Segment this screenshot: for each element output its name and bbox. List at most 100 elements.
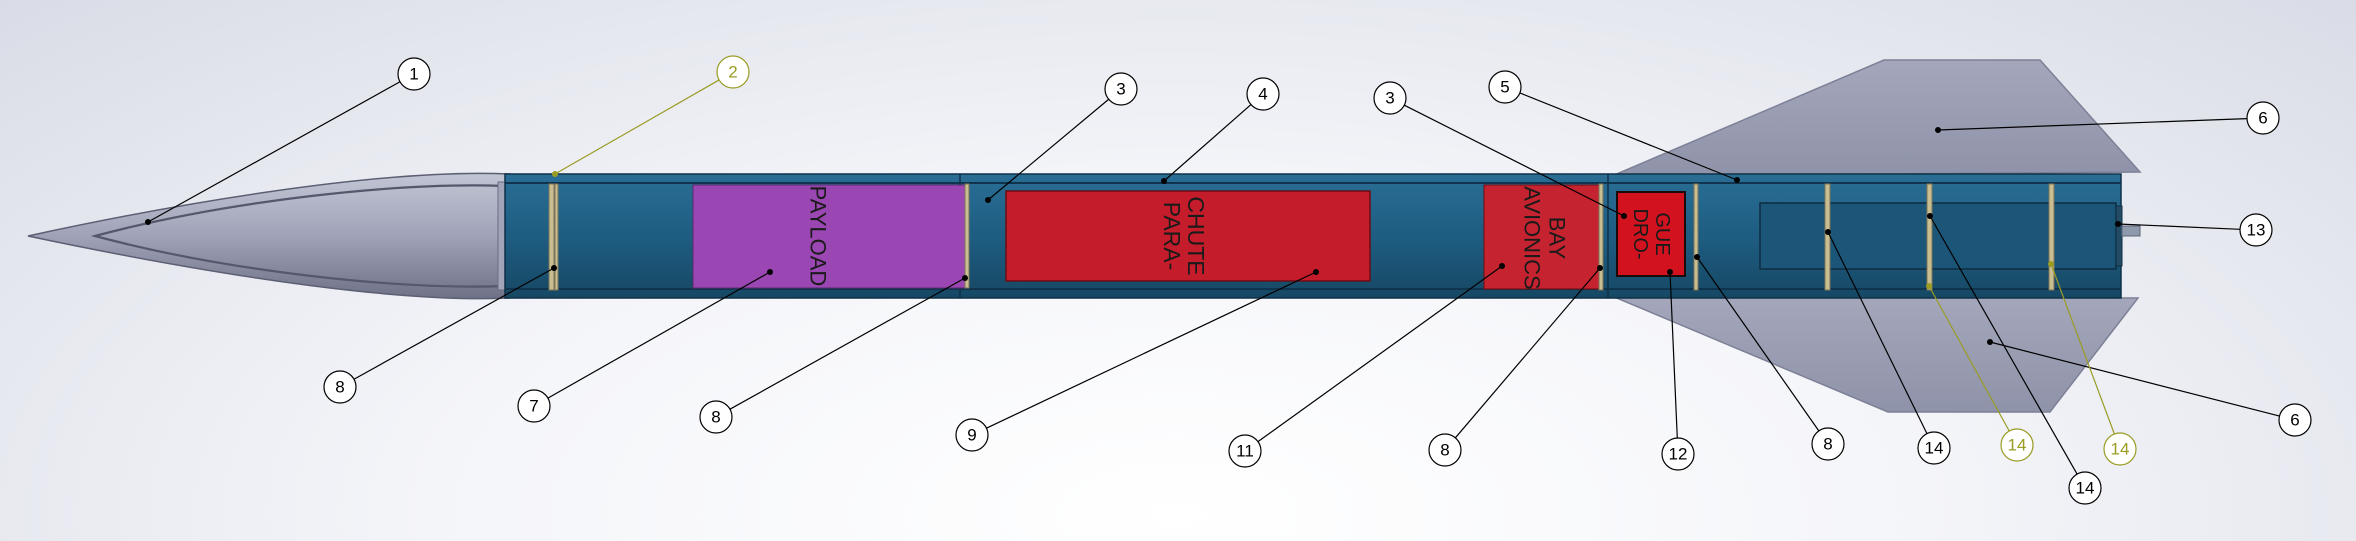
drogue-label-line2: GUE bbox=[1651, 212, 1673, 255]
centering-ring-2 bbox=[1926, 183, 1933, 291]
callout-leader-13 bbox=[2117, 223, 2241, 230]
bulkhead-payload bbox=[964, 183, 970, 289]
callout-14: 14 bbox=[1917, 431, 1951, 465]
callout-leader-12 bbox=[1669, 271, 1678, 439]
callout-leader-6 bbox=[1937, 117, 2248, 131]
callout-leader-11 bbox=[1257, 265, 1503, 443]
callout-circle-14 bbox=[1917, 431, 1951, 465]
nose-cone bbox=[27, 172, 511, 300]
callout-number: 5 bbox=[1500, 78, 1509, 97]
callout-number: 1 bbox=[409, 65, 418, 84]
motor-tube-end bbox=[2115, 205, 2123, 267]
callout-anchor-12 bbox=[1667, 269, 1673, 275]
callout-circle-13 bbox=[2239, 213, 2273, 247]
callout-8: 8 bbox=[699, 400, 733, 434]
drogue-section bbox=[1616, 191, 1686, 277]
callout-11: 11 bbox=[1228, 434, 1262, 468]
callout-circle-2 bbox=[716, 55, 750, 89]
callout-number: 14 bbox=[1925, 439, 1944, 458]
callout-anchor-14 bbox=[2048, 261, 2054, 267]
callout-number: 6 bbox=[2258, 109, 2267, 128]
callout-leader-9 bbox=[986, 271, 1317, 429]
callout-leader-14 bbox=[1928, 285, 2010, 432]
callout-number: 11 bbox=[1236, 442, 1254, 461]
callout-number: 8 bbox=[1440, 441, 1449, 460]
callout-anchor-1 bbox=[145, 219, 151, 225]
callout-1: 1 bbox=[397, 57, 431, 91]
callout-circle-8 bbox=[323, 370, 357, 404]
callout-leader-8 bbox=[353, 267, 555, 380]
callout-leader-2 bbox=[554, 79, 720, 175]
callout-leader-8 bbox=[1696, 256, 1820, 432]
callout-leader-14 bbox=[2050, 263, 2115, 435]
bulkhead-drogue bbox=[1693, 183, 1699, 291]
callout-12: 12 bbox=[1661, 437, 1695, 471]
drogue-label-line1: DRO- bbox=[1629, 208, 1651, 259]
lower-fin bbox=[1611, 295, 2140, 413]
callout-anchor-3 bbox=[1621, 213, 1627, 219]
callout-leader-lines bbox=[145, 79, 2280, 475]
callout-leader-4 bbox=[1163, 104, 1252, 182]
callout-circle-11 bbox=[1228, 434, 1262, 468]
callout-number: 3 bbox=[1116, 80, 1125, 99]
callout-9: 9 bbox=[955, 418, 989, 452]
upper-fin bbox=[1611, 59, 2142, 177]
callout-anchor-5 bbox=[1734, 177, 1740, 183]
callout-8: 8 bbox=[1428, 433, 1462, 467]
callout-leader-8 bbox=[729, 277, 966, 410]
callout-number: 4 bbox=[1258, 85, 1267, 104]
callout-anchor-2 bbox=[552, 171, 558, 177]
callout-circle-6 bbox=[2246, 101, 2280, 135]
callout-circle-6 bbox=[2278, 403, 2312, 437]
callout-circle-14 bbox=[2068, 471, 2102, 505]
callout-anchor-8 bbox=[551, 265, 557, 271]
bulkhead-avionics bbox=[1598, 183, 1604, 291]
callout-14: 14 bbox=[2068, 471, 2102, 505]
callout-anchor-14 bbox=[1825, 229, 1831, 235]
callout-circle-1 bbox=[397, 57, 431, 91]
callout-leader-14 bbox=[1827, 231, 1928, 434]
callout-circle-3 bbox=[1104, 72, 1138, 106]
callout-leader-3 bbox=[1404, 104, 1625, 217]
callout-2: 2 bbox=[716, 55, 750, 89]
avionics-label-line2: BAY bbox=[1545, 217, 1570, 260]
callout-14: 14 bbox=[2000, 428, 2034, 462]
callout-6: 6 bbox=[2278, 403, 2312, 437]
callout-anchor-9 bbox=[1313, 269, 1319, 275]
centering-ring-1 bbox=[1824, 183, 1831, 291]
callout-anchor-6 bbox=[1935, 127, 1941, 133]
callout-number: 13 bbox=[2247, 221, 2266, 240]
parachute-label-line1: PARA- bbox=[1159, 202, 1185, 271]
callout-circle-8 bbox=[699, 400, 733, 434]
callout-number: 14 bbox=[2008, 436, 2027, 455]
callout-anchor-8 bbox=[1694, 254, 1700, 260]
callout-number: 14 bbox=[2111, 440, 2130, 459]
callout-8: 8 bbox=[1811, 427, 1845, 461]
callout-anchor-7 bbox=[767, 269, 773, 275]
callout-6: 6 bbox=[2246, 101, 2280, 135]
payload-section bbox=[692, 184, 968, 289]
callout-anchor-14 bbox=[1927, 213, 1933, 219]
callout-anchor-3 bbox=[985, 197, 991, 203]
callout-leader-3 bbox=[987, 98, 1110, 201]
callout-number: 8 bbox=[1823, 435, 1832, 454]
callout-3: 3 bbox=[1104, 72, 1138, 106]
callout-anchor-13 bbox=[2115, 221, 2121, 227]
callout-14: 14 bbox=[2103, 432, 2137, 466]
callout-circle-14 bbox=[2103, 432, 2137, 466]
callout-circle-9 bbox=[955, 418, 989, 452]
parachute-label-line2: CHUTE bbox=[1183, 196, 1209, 275]
callout-number: 8 bbox=[335, 378, 344, 397]
callout-anchor-11 bbox=[1499, 263, 1505, 269]
callout-circle-8 bbox=[1428, 433, 1462, 467]
callout-circle-12 bbox=[1661, 437, 1695, 471]
motor-nozzle bbox=[2121, 225, 2141, 237]
callout-anchor-4 bbox=[1161, 178, 1167, 184]
centering-ring-3 bbox=[2048, 183, 2055, 291]
callout-number: 6 bbox=[2290, 411, 2299, 430]
callout-anchor-8 bbox=[962, 275, 968, 281]
callout-number: 2 bbox=[728, 63, 737, 82]
callout-leader-8 bbox=[1454, 267, 1601, 439]
